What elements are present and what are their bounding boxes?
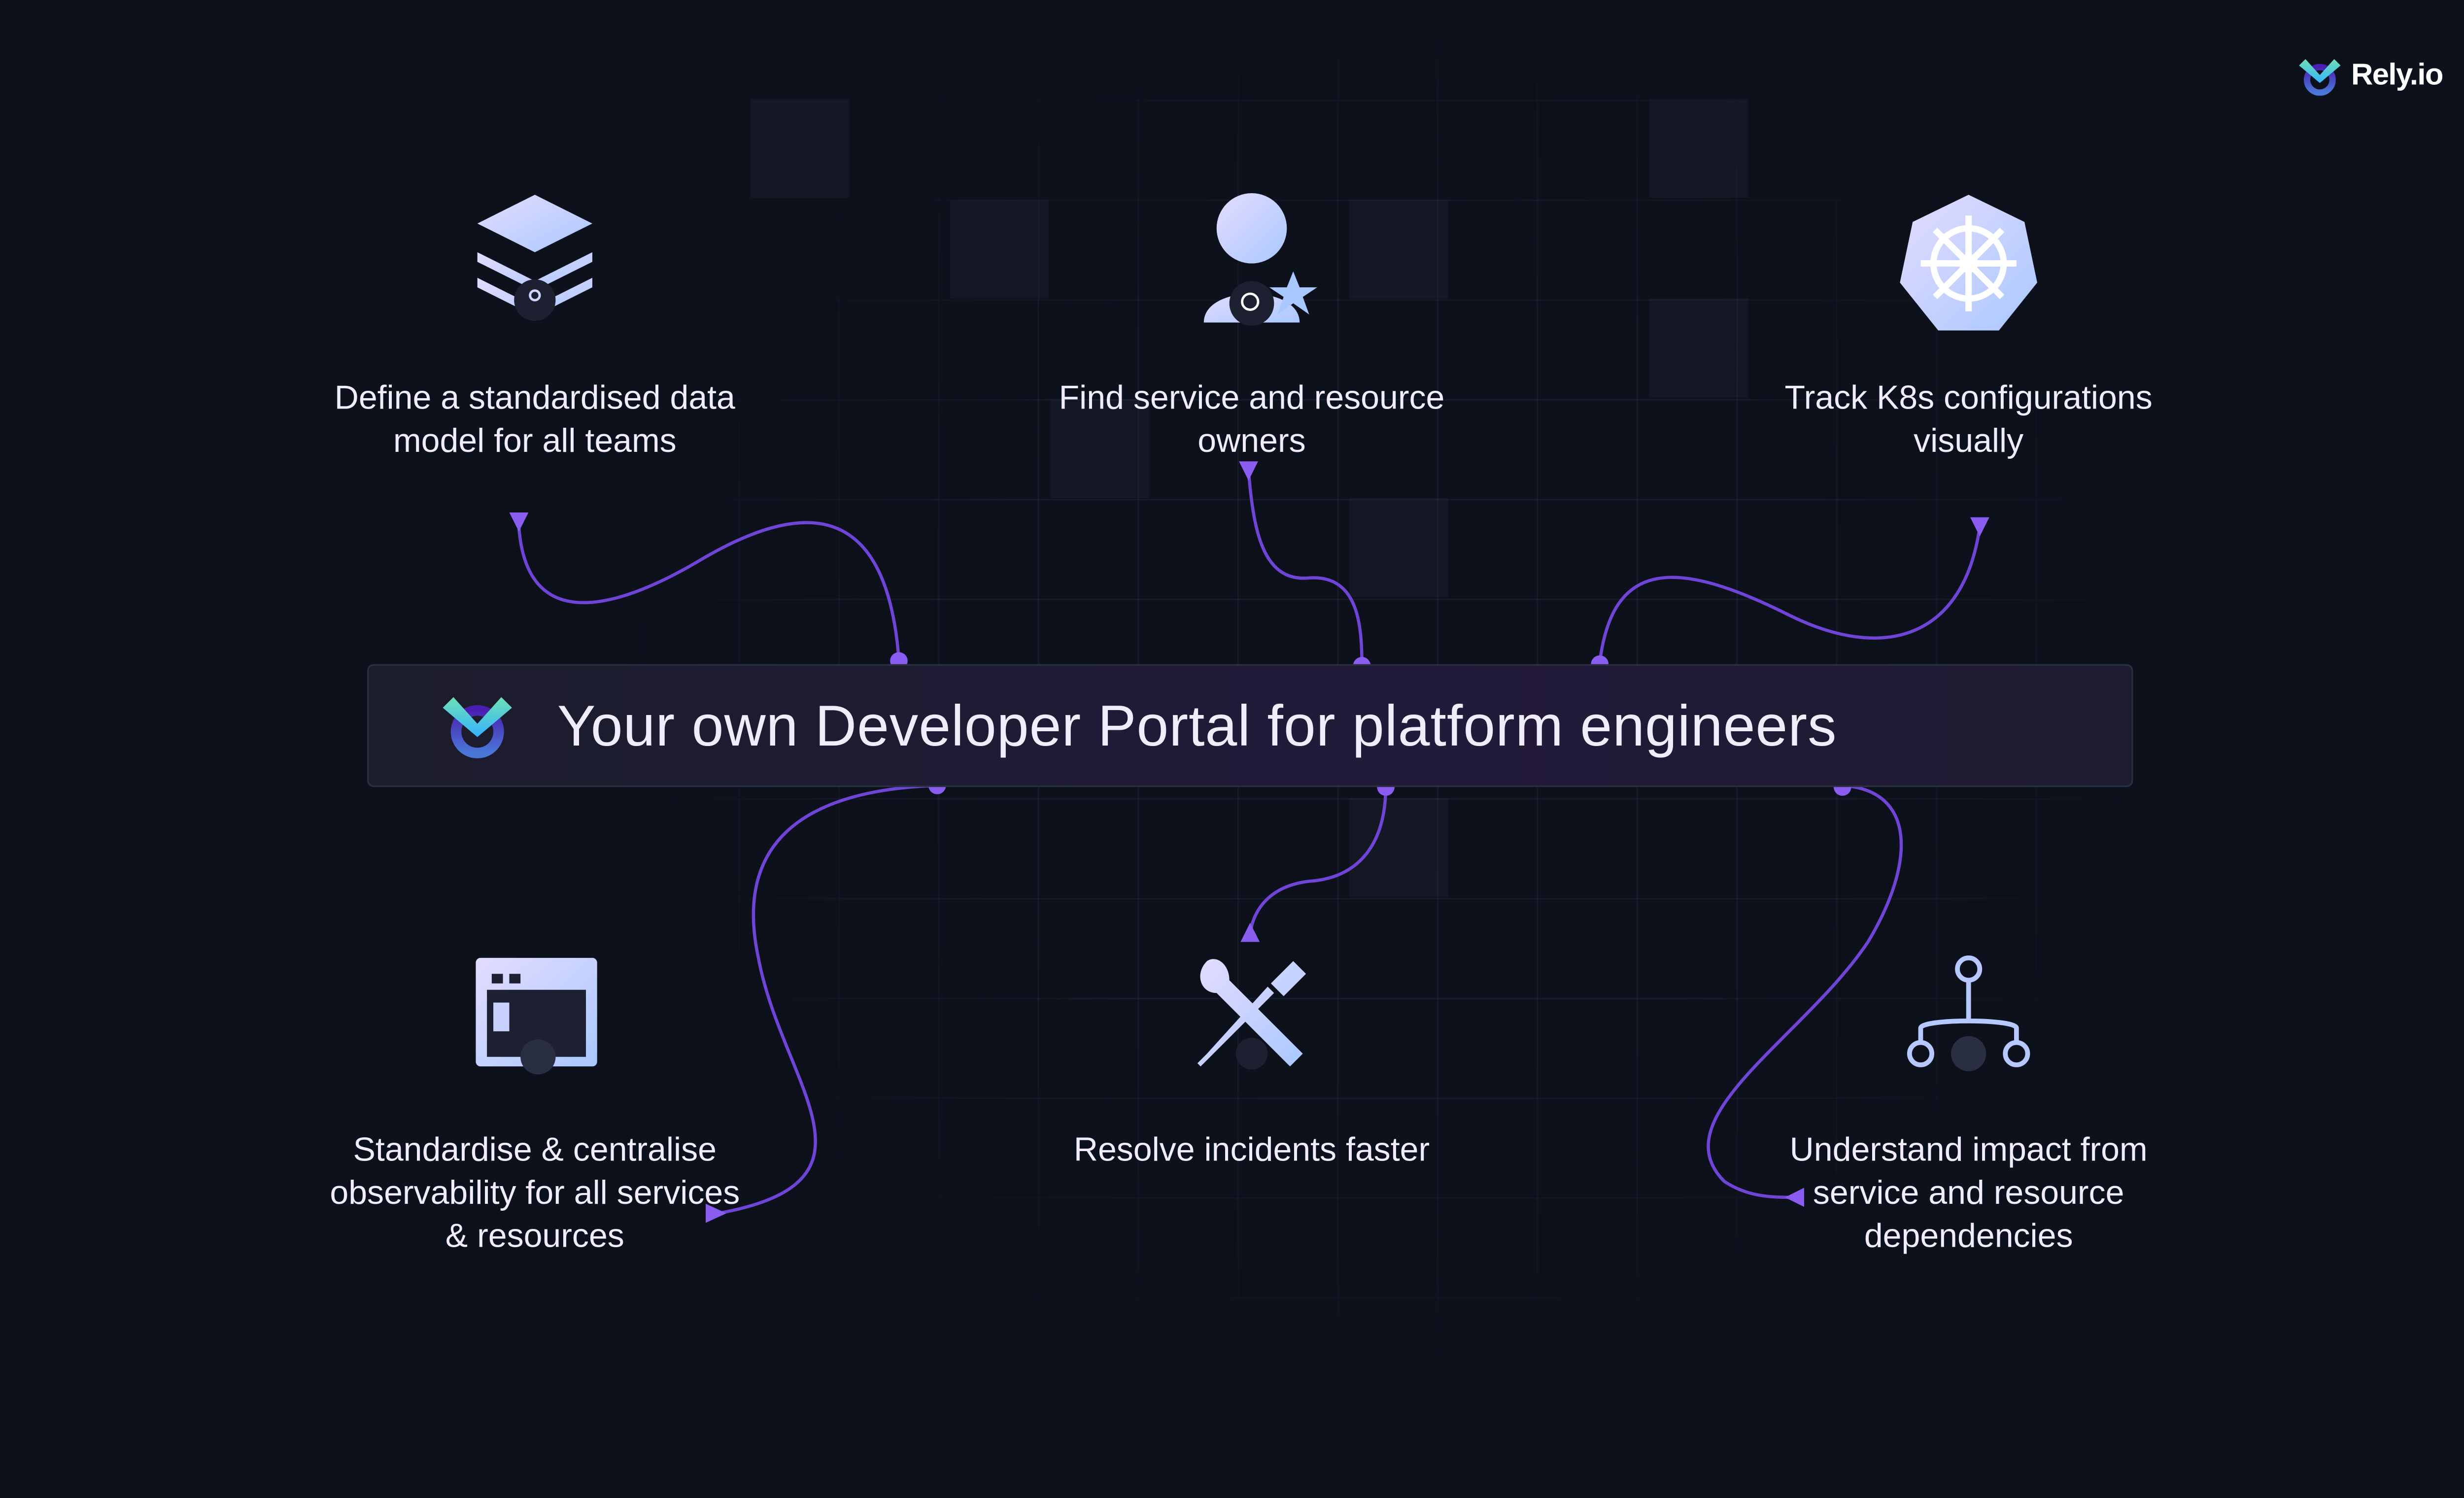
grid-cell [1349, 798, 1448, 897]
feature-k8s: Track K8s configurations visually [1784, 380, 2153, 460]
grid-cell [1349, 199, 1448, 299]
grid-cell [950, 199, 1049, 299]
connector-line [1247, 471, 1364, 664]
arrow-head [509, 512, 529, 532]
feature-dependencies: Understand impact from service and resou… [1789, 1132, 2148, 1255]
connector-line [718, 783, 937, 1215]
arrow-head [1785, 1188, 1804, 1207]
grid-cell [750, 99, 850, 198]
connector-line [1248, 785, 1388, 934]
brand-name: Rely.io [2351, 59, 2444, 93]
dashboard-window-icon [476, 957, 597, 1075]
rely-logo-icon [2298, 59, 2340, 96]
feature-observability: Standardise & centralise observability f… [330, 1132, 740, 1255]
arrow-head [705, 1203, 727, 1223]
connector-line [517, 521, 901, 660]
kubernetes-helm-icon [1900, 195, 2037, 331]
arrow-head [1970, 517, 1989, 537]
layers-icon [477, 195, 592, 321]
feature-incidents: Resolve incidents faster [1073, 1132, 1430, 1169]
headline-title: Your own Developer Portal for platform e… [557, 692, 1837, 758]
user-search-star-icon [1203, 193, 1317, 326]
arrow-head [1239, 461, 1258, 481]
grid-cell [1050, 399, 1150, 498]
grid-cell [1649, 99, 1748, 198]
feature-owners: Find service and resource owners [1059, 380, 1445, 460]
connector-line [1707, 783, 1903, 1199]
connector-line [1598, 526, 1982, 663]
wrench-screwdriver-icon [1197, 959, 1306, 1070]
feature-data-model: Define a standardised data model for all… [334, 380, 735, 460]
headline-banner: Your own Developer Portal for platform e… [367, 664, 2133, 787]
arrow-head [1240, 922, 1260, 942]
grid-cell [1649, 298, 1748, 398]
dependency-tree-icon [1907, 955, 2030, 1071]
grid-cell [1349, 498, 1448, 597]
brand-logo[interactable]: Rely.io [2297, 58, 2444, 96]
rely-logo-icon [443, 696, 512, 758]
